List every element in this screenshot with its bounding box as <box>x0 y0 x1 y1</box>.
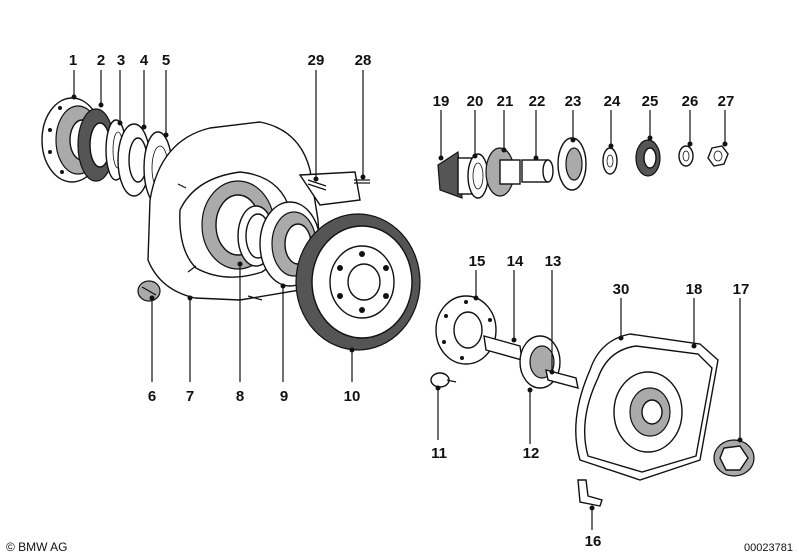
screw-plug-part-17 <box>713 439 755 477</box>
bearing-race-part-20 <box>467 153 489 199</box>
callout-15: 15 <box>469 253 486 270</box>
stud-part-29 <box>307 179 327 191</box>
shaft-seal-part-13 <box>545 369 579 389</box>
callout-27: 27 <box>718 93 735 110</box>
shaft-seal-part-2 <box>77 108 115 182</box>
leader-lines <box>71 70 743 530</box>
callout-23: 23 <box>565 93 582 110</box>
drawing-number-label: 00023781 <box>744 542 793 554</box>
callout-10: 10 <box>344 388 361 405</box>
callout-6: 6 <box>148 388 156 405</box>
callout-17: 17 <box>733 281 750 298</box>
callout-3: 3 <box>117 52 125 69</box>
callout-26: 26 <box>682 93 699 110</box>
callout-7: 7 <box>186 388 194 405</box>
callout-9: 9 <box>280 388 288 405</box>
callout-11: 11 <box>431 445 447 462</box>
callout-30: 30 <box>613 281 630 298</box>
washer-part-24 <box>602 147 618 175</box>
callout-16: 16 <box>585 533 602 550</box>
output-flange-part-15 <box>435 295 497 365</box>
copyright-label: © BMW AG <box>6 540 68 554</box>
callout-29: 29 <box>308 52 325 69</box>
callout-8: 8 <box>236 388 244 405</box>
spacer-sleeve-part-22 <box>521 159 554 183</box>
shim-part-4 <box>117 123 151 197</box>
callout-14: 14 <box>507 253 524 270</box>
hex-nut-part-27 <box>707 145 729 167</box>
callout-13: 13 <box>545 253 562 270</box>
callout-28: 28 <box>355 52 372 69</box>
ball-bearing-part-23 <box>557 137 587 191</box>
callout-20: 20 <box>467 93 484 110</box>
callout-labels: 1 2 3 4 5 6 7 8 9 10 11 12 13 14 15 16 1… <box>69 52 750 550</box>
callout-21: 21 <box>497 93 514 110</box>
callout-1: 1 <box>69 52 77 69</box>
lock-washer-part-26 <box>678 145 694 167</box>
stud-part-28 <box>354 179 370 184</box>
callout-22: 22 <box>529 93 546 110</box>
callout-12: 12 <box>523 445 540 462</box>
crown-wheel-part-10 <box>295 213 421 351</box>
drive-flange-gear-part-25 <box>635 139 661 177</box>
callout-18: 18 <box>686 281 703 298</box>
callout-25: 25 <box>642 93 659 110</box>
callout-2: 2 <box>97 52 105 69</box>
side-cover-part-18 <box>584 345 713 473</box>
callout-19: 19 <box>433 93 450 110</box>
screw-plug-part-6 <box>137 280 161 302</box>
bracket-part-16 <box>577 479 603 507</box>
bearing-part-21 <box>485 147 521 197</box>
bolt-part-11 <box>430 372 457 388</box>
callout-5: 5 <box>162 52 170 69</box>
callout-4: 4 <box>140 52 149 69</box>
callout-24: 24 <box>604 93 621 110</box>
